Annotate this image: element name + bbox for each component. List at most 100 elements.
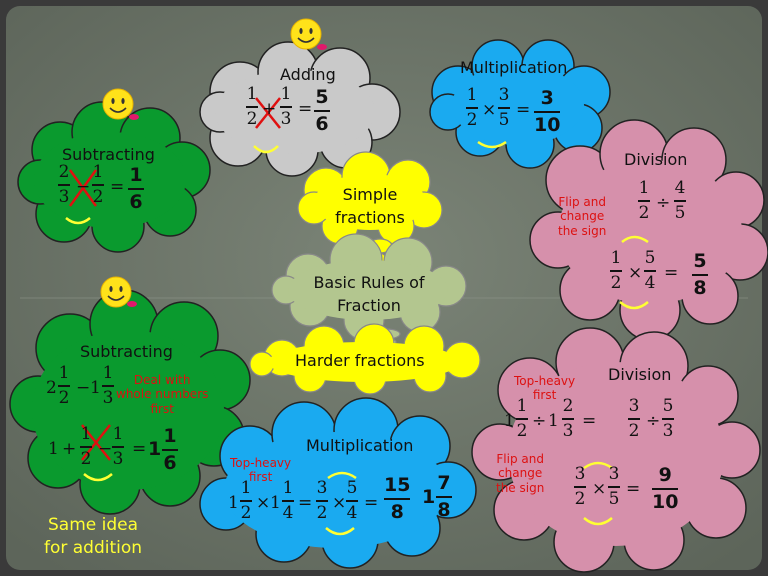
numerator: 5: [644, 248, 656, 268]
basic-rules-label: Basic Rules of Fraction: [313, 273, 425, 316]
equals-sign: =: [110, 177, 125, 197]
lips-icon: [129, 114, 139, 120]
denominator: 2: [638, 202, 650, 223]
numerator: 1: [282, 478, 294, 498]
top-heavy-note: Top-heavy first: [514, 374, 576, 403]
equals-sign: =: [626, 479, 641, 499]
smile-arc-icon: [477, 140, 507, 149]
equals-sign: =: [582, 411, 597, 431]
lips-icon: [127, 301, 137, 307]
denominator: 2: [466, 109, 478, 130]
equals-sign: =: [298, 493, 313, 513]
result-whole-number: 1: [148, 438, 162, 460]
denominator: 2: [92, 186, 104, 207]
subtracting-hard-cloud: [9, 289, 251, 515]
denominator: 6: [163, 452, 177, 474]
numerator: 1: [58, 363, 70, 383]
denominator: 5: [608, 488, 620, 509]
whole-number: 1: [504, 411, 515, 431]
denominator: 6: [129, 191, 143, 213]
denominator: 5: [674, 202, 686, 223]
simple-fractions-label: Simple fractions: [335, 185, 405, 228]
denominator: 10: [534, 114, 561, 136]
numerator: 2: [562, 396, 574, 416]
denominator: 2: [316, 502, 328, 523]
divide-operator: ÷: [532, 411, 547, 431]
numerator: 5: [346, 478, 358, 498]
plus-operator: +: [62, 439, 77, 459]
numerator: 9: [658, 464, 672, 486]
denominator: 8: [437, 499, 451, 521]
denominator: 2: [58, 387, 70, 408]
equals-sign: =: [132, 439, 147, 459]
equals-sign: =: [364, 493, 379, 513]
times-operator: ×: [332, 493, 347, 513]
flip-note: Flip and change the sign: [558, 195, 607, 238]
denominator: 6: [315, 113, 329, 135]
smile-arc-icon: [253, 145, 279, 154]
smile-arc-icon: [583, 517, 613, 526]
top-heavy-note: Top-heavy first: [230, 456, 292, 485]
smile-arc-icon: [583, 461, 613, 470]
numerator: 1: [280, 84, 292, 104]
numerator: 1: [92, 162, 104, 182]
denominator: 4: [346, 502, 358, 523]
multiplication-hard-cloud: [199, 397, 477, 569]
cross-mark-icon: [68, 169, 98, 207]
numerator: 1: [516, 396, 528, 416]
whole-number: 1: [228, 493, 239, 513]
denominator: 10: [652, 491, 679, 513]
times-operator: ×: [628, 263, 643, 283]
denominator: 3: [102, 387, 114, 408]
smiley-icon: [102, 88, 134, 120]
denominator: 8: [693, 277, 707, 299]
denominator: 2: [80, 448, 92, 469]
whole-number: 2: [46, 378, 57, 398]
harder-fractions-cloud: [249, 323, 481, 395]
numerator: 3: [316, 478, 328, 498]
numerator: 7: [437, 472, 451, 494]
denominator: 2: [574, 488, 586, 509]
lips-icon: [317, 44, 327, 50]
numerator: 15: [384, 474, 411, 496]
minus-operator: −: [98, 439, 113, 459]
numerator: 4: [674, 178, 686, 198]
whole-number: 1: [48, 439, 59, 459]
denominator: 2: [610, 272, 622, 293]
numerator: 5: [693, 250, 707, 272]
subtracting-hard-title: Subtracting: [80, 342, 173, 361]
cross-mark-icon: [81, 424, 111, 461]
minus-operator: −: [76, 177, 91, 197]
smile-arc-icon: [83, 473, 113, 482]
smile-arc-icon: [325, 527, 355, 536]
divide-operator: ÷: [656, 193, 671, 213]
numerator: 1: [129, 164, 143, 186]
smile-arc-icon: [65, 217, 91, 225]
adding-title: Adding: [280, 65, 336, 84]
harder-fractions-label: Harder fractions: [295, 351, 425, 370]
numerator: 3: [628, 396, 640, 416]
denominator: 4: [282, 502, 294, 523]
denominator: 3: [58, 186, 70, 207]
equals-sign: =: [516, 100, 531, 120]
multiplication-simple-title: Multiplication: [460, 58, 568, 77]
numerator: 1: [240, 478, 252, 498]
equals-sign: =: [664, 263, 679, 283]
smiley-icon: [290, 18, 322, 50]
